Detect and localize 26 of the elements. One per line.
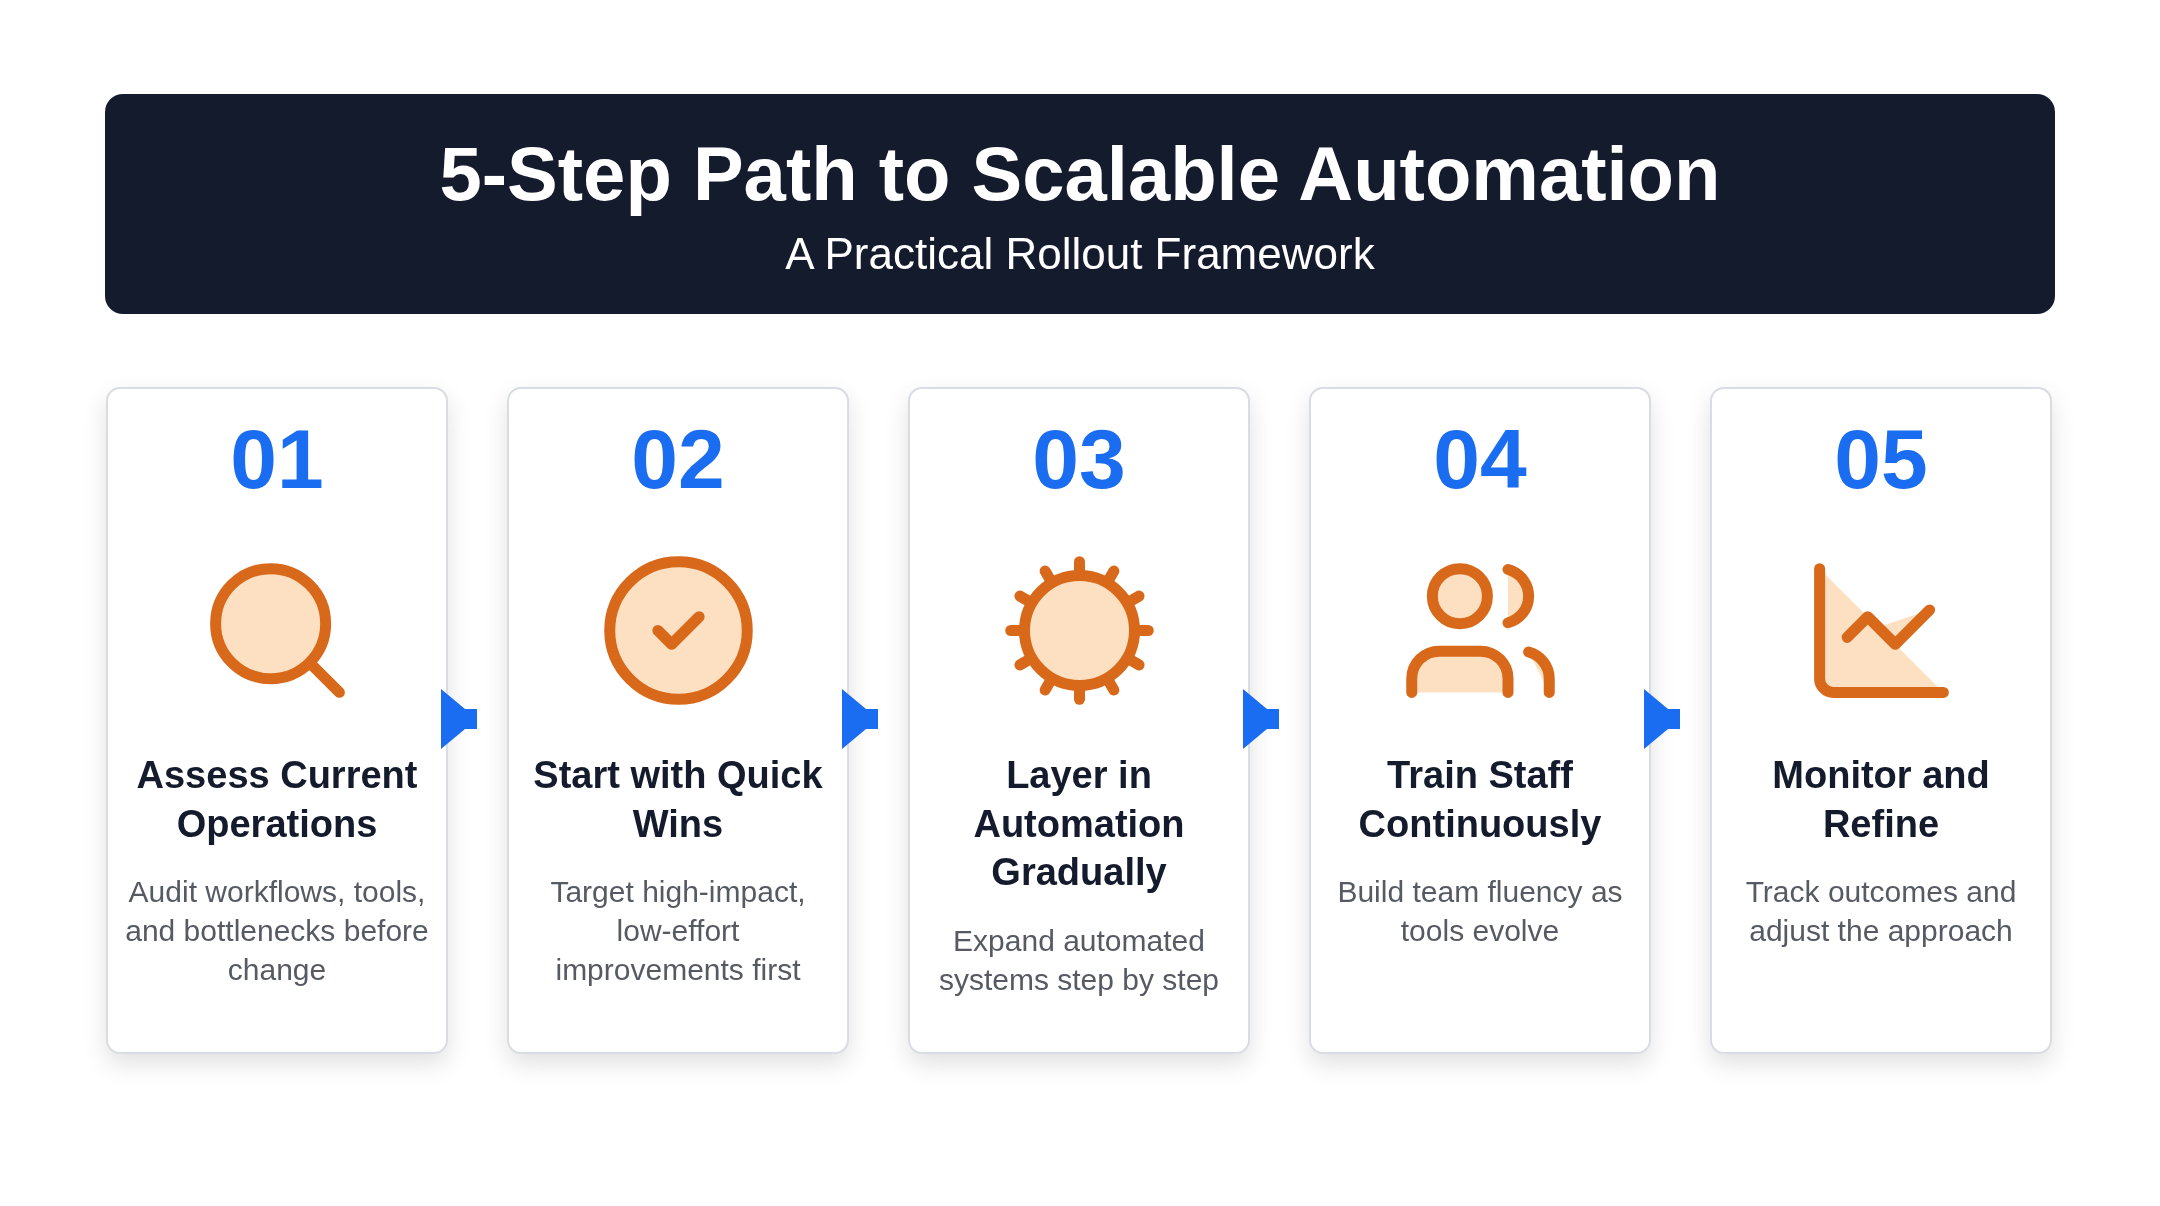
step-title: Start with Quick Wins — [532, 753, 824, 847]
step-description: Audit workflows, tools, and bottlenecks before change — [124, 874, 430, 989]
arrow — [1644, 689, 1680, 749]
step-card — [507, 387, 849, 1054]
step-title: Assess Current Operations — [135, 753, 419, 847]
step-number: 04 — [1433, 417, 1527, 501]
step-title: Train Staff Continuously — [1357, 753, 1603, 847]
step-card — [1710, 387, 2052, 1054]
step-number: 01 — [230, 417, 324, 501]
arrow — [441, 689, 477, 749]
step-card — [908, 387, 1250, 1054]
step-description: Expand automated systems step by step — [937, 922, 1221, 998]
step-title: Layer in Automation Gradually — [972, 753, 1186, 896]
step-description: Target high-impact, low-effort improvements first — [549, 874, 807, 989]
title: 5-Step Path to Scalable Automation — [439, 129, 1721, 217]
step-number: 02 — [631, 417, 725, 501]
arrow — [1243, 689, 1279, 749]
step-number: 05 — [1834, 417, 1928, 501]
arrow — [842, 689, 878, 749]
step-description: Build team fluency as tools evolve — [1336, 874, 1624, 950]
step-number: 03 — [1032, 417, 1126, 501]
step-card — [1309, 387, 1651, 1054]
step-description: Track outcomes and adjust the approach — [1744, 874, 2018, 950]
subtitle: A Practical Rollout Framework — [785, 228, 1375, 279]
step-title: Monitor and Refine — [1771, 753, 1991, 847]
step-card — [106, 387, 448, 1054]
